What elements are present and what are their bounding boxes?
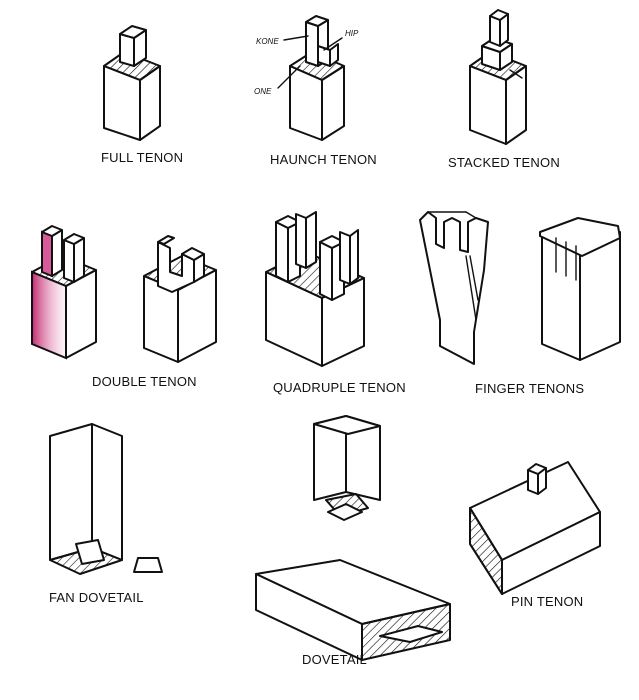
quadruple-tenon-figure <box>265 211 365 367</box>
finger-tenon-figure-right <box>539 217 621 361</box>
dovetail-detail-figure <box>313 415 381 521</box>
pin-tenon-figure <box>469 461 601 595</box>
label-quadruple-tenon: QUADRUPLE TENON <box>273 380 406 395</box>
double-tenon-figure-right <box>143 235 217 363</box>
label-full-tenon: FULL TENON <box>101 150 183 165</box>
double-tenon-figure-left <box>31 225 97 360</box>
label-haunch-tenon: HAUNCH TENON <box>270 152 377 167</box>
callout-kone: KONE <box>256 37 279 46</box>
haunch-tenon-figure <box>277 15 345 141</box>
finger-tenon-figure-left <box>419 211 489 365</box>
label-double-tenon: DOUBLE TENON <box>92 374 197 389</box>
callout-hip: HIP <box>345 29 359 38</box>
stacked-tenon-figure <box>469 9 527 145</box>
callout-one: ONE <box>254 87 272 96</box>
label-dovetail: DOVETAIL <box>302 652 367 667</box>
label-finger-tenons: FINGER TENONS <box>475 381 584 396</box>
label-stacked-tenon: STACKED TENON <box>448 155 560 170</box>
label-pin-tenon: PIN TENON <box>511 594 583 609</box>
full-tenon-figure <box>103 25 161 141</box>
dovetail-beam-figure <box>255 559 451 661</box>
label-fan-dovetail: FAN DOVETAIL <box>49 590 144 605</box>
fan-dovetail-figure <box>49 423 163 575</box>
